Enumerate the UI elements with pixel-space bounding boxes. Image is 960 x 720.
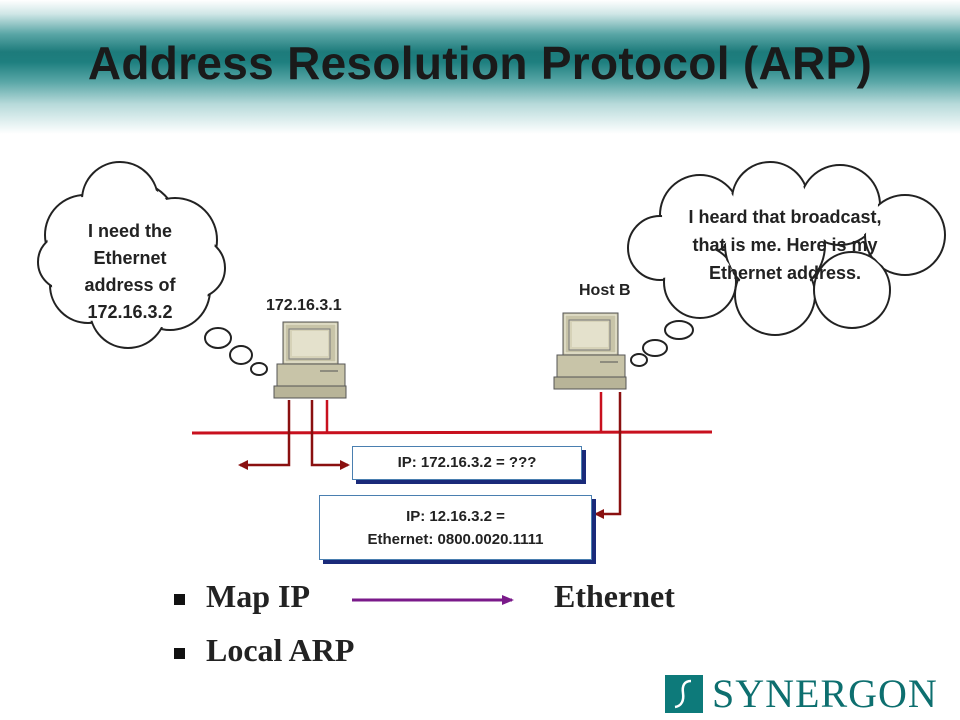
bullet-local-arp: Local ARP xyxy=(206,632,355,668)
host-b-computer xyxy=(553,312,627,390)
host-b-cables xyxy=(594,392,622,519)
slide-title: Address Resolution Protocol (ARP) xyxy=(87,37,873,89)
right-cloud-line: Ethernet address. xyxy=(708,263,862,283)
bullet-ethernet: Ethernet xyxy=(554,578,675,614)
right-thought-cloud xyxy=(627,161,946,367)
left-thought-bubbles xyxy=(204,327,268,376)
host-a-ip-label: 172.16.3.1 xyxy=(266,297,342,314)
s-slash-icon xyxy=(665,675,703,713)
right-cloud-text: I heard that broadcast, that is me. Here… xyxy=(640,203,930,287)
host-b-label: Host B xyxy=(579,282,631,299)
bullet-map-ip: Map IP xyxy=(206,578,310,614)
left-cloud-line: Ethernet xyxy=(93,248,167,268)
left-cloud-line: I need the xyxy=(87,221,172,241)
header-band xyxy=(0,0,960,135)
right-thought-bubbles xyxy=(630,320,694,367)
left-cloud-line: address of xyxy=(84,275,176,295)
bullet-marker xyxy=(174,594,185,605)
left-cloud-text: I need the Ethernet address of 172.16.3.… xyxy=(55,218,205,326)
left-thought-cloud xyxy=(37,161,268,376)
arp-request-text: IP: 172.16.3.2 = ??? xyxy=(397,454,537,471)
right-cloud-line: I heard that broadcast, xyxy=(688,207,882,227)
host-a-cables xyxy=(238,400,350,470)
synergon-logo-text: SYNERGON xyxy=(712,671,938,716)
right-cloud-line: that is me. Here is my xyxy=(692,235,878,255)
bullet-marker xyxy=(174,648,185,659)
network-bus xyxy=(191,430,713,435)
host-a-computer xyxy=(273,321,347,399)
arp-reply-packet: IP: 12.16.3.2 = Ethernet: 0800.0020.1111 xyxy=(319,495,592,560)
arp-reply-line: Ethernet: 0800.0020.1111 xyxy=(367,531,544,548)
arp-reply-line: IP: 12.16.3.2 = xyxy=(406,508,505,525)
left-cloud-line: 172.16.3.2 xyxy=(87,302,173,322)
arp-request-packet: IP: 172.16.3.2 = ??? xyxy=(352,446,582,480)
